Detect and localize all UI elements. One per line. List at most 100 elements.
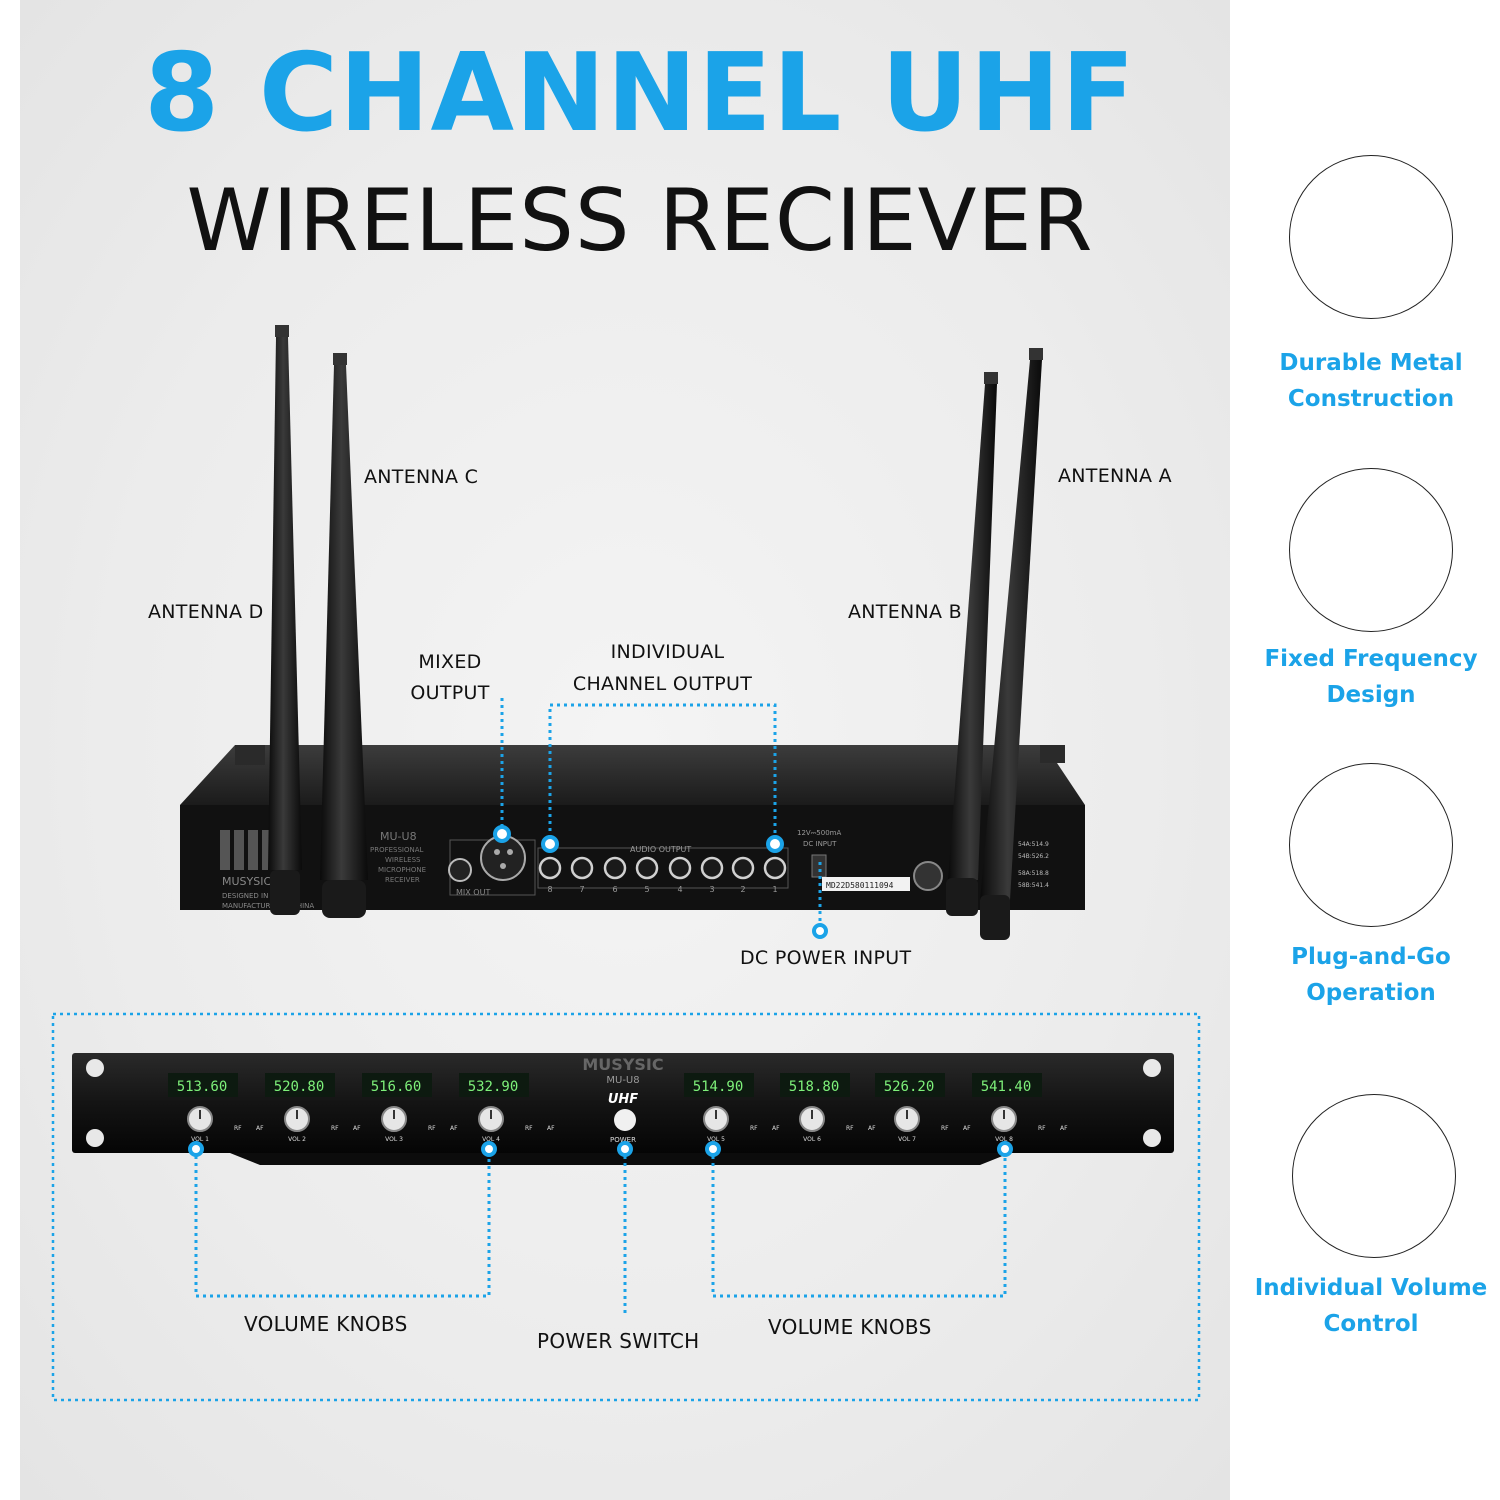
callout-dot (997, 1141, 1013, 1157)
volume-label: VOL 2 (288, 1136, 306, 1143)
af-label: AF (868, 1125, 876, 1132)
dc-jack (811, 854, 827, 878)
feature-label-frequency: Fixed Frequency Design (1236, 641, 1500, 713)
feature-circle-frequency (1289, 468, 1453, 632)
antenna-b-connector (913, 861, 943, 891)
feature-line: Individual Volume (1254, 1275, 1488, 1301)
lcd-display (875, 1073, 945, 1097)
af-label: AF (256, 1125, 264, 1132)
label-antenna-d: ANTENNA D (148, 601, 264, 623)
rf-label: RF (234, 1125, 242, 1132)
freq-code: 54A:514.9 (1018, 841, 1049, 848)
mix-out-label: MIX OUT (456, 888, 490, 897)
rf-label: RF (525, 1125, 533, 1132)
lcd-frequency: 541.40 (981, 1079, 1032, 1095)
lcd-frequency: 526.20 (884, 1079, 935, 1095)
feature-line: Fixed Frequency (1264, 646, 1478, 672)
power-label: POWER (610, 1136, 636, 1144)
jack-number: 7 (579, 885, 584, 894)
label-volume-knobs-right: VOLUME KNOBS (768, 1315, 932, 1339)
rear-model: MU-U8 (380, 830, 417, 843)
callout-dot (617, 1141, 633, 1157)
callout-dot (481, 1141, 497, 1157)
volume-label: VOL 8 (995, 1136, 1013, 1143)
label-mixed-output-1: MIXED (418, 651, 482, 673)
feature-line: Construction (1287, 386, 1455, 412)
rear-desc-2: WIRELESS (385, 856, 421, 864)
volume-label: VOL 7 (898, 1136, 916, 1143)
rf-label: RF (846, 1125, 854, 1132)
volume-label: VOL 5 (707, 1136, 725, 1143)
volume-label: VOL 4 (482, 1136, 500, 1143)
label-dc-power: DC POWER INPUT (740, 947, 912, 969)
af-label: AF (353, 1125, 361, 1132)
lcd-frequency: 518.80 (789, 1079, 840, 1095)
rf-label: RF (428, 1125, 436, 1132)
front-view-frame (51, 1012, 1201, 1402)
label-mixed-output-2: OUTPUT (410, 682, 490, 704)
af-label: AF (547, 1125, 555, 1132)
antenna-a (980, 348, 1043, 940)
label-antenna-b: ANTENNA B (848, 601, 963, 623)
jack-number: 5 (644, 885, 649, 894)
lcd-display (362, 1073, 432, 1097)
af-label: AF (963, 1125, 971, 1132)
freq-code: 58B:541.4 (1018, 882, 1049, 889)
feature-line: Control (1323, 1311, 1419, 1337)
rear-manufactured: MANUFACTURED IN CHINA (222, 902, 314, 910)
rear-receiver: MUSYSIC DESIGNED IN MANUFACTURED IN CHIN… (180, 325, 1085, 940)
antenna-c (320, 353, 368, 918)
lcd-display (972, 1073, 1042, 1097)
rf-label: RF (1038, 1125, 1046, 1132)
lcd-display (684, 1073, 754, 1097)
dc-spec-2: DC INPUT (803, 840, 837, 848)
jack-number: 4 (677, 885, 682, 894)
rear-brand: MUSYSIC (222, 875, 271, 888)
volume-label: VOL 1 (191, 1136, 209, 1143)
jack-number: 2 (740, 885, 745, 894)
label-volume-knobs-left: VOLUME KNOBS (244, 1312, 408, 1336)
title-main: 8 CHANNEL UHF (144, 31, 1136, 156)
callout-dot (188, 1141, 204, 1157)
rear-desc-1: PROFESSIONAL (370, 846, 424, 854)
antenna-b (946, 372, 998, 916)
volume-label: VOL 3 (385, 1136, 403, 1143)
front-model: MU-U8 (606, 1075, 639, 1086)
rear-desc-3: MICROPHONE (378, 866, 426, 874)
feature-line: Design (1326, 682, 1416, 708)
af-label: AF (450, 1125, 458, 1132)
mix-out-jack (448, 858, 472, 882)
feature-circle-plug (1289, 763, 1453, 927)
front-brand: MUSYSIC (582, 1055, 663, 1074)
serial-number: MD22D580111094 (826, 881, 894, 890)
lcd-display (459, 1073, 529, 1097)
rf-label: RF (941, 1125, 949, 1132)
callout-dots (493, 825, 828, 939)
uhf-label: UHF (608, 1092, 638, 1107)
rf-label: RF (750, 1125, 758, 1132)
feature-circle-metal (1289, 155, 1453, 319)
lcd-display (265, 1073, 335, 1097)
feature-label-metal: Durable Metal Construction (1236, 345, 1500, 417)
dc-spec-1: 12V⎓500mA (797, 829, 841, 837)
feature-line: Operation (1306, 980, 1436, 1006)
label-power-switch: POWER SWITCH (537, 1329, 700, 1353)
serial-sticker (822, 877, 910, 891)
rear-desc-4: RECEIVER (385, 876, 420, 884)
lcd-frequency: 516.60 (371, 1079, 422, 1095)
antenna-d (268, 325, 302, 915)
power-button[interactable] (614, 1109, 636, 1131)
jack-number: 6 (612, 885, 617, 894)
af-label: AF (772, 1125, 780, 1132)
callout-dot (705, 1141, 721, 1157)
lcd-frequency: 513.60 (177, 1079, 228, 1095)
feature-line: Durable Metal (1279, 350, 1463, 376)
freq-code: 54B:526.2 (1018, 853, 1049, 860)
audio-output-label: AUDIO OUTPUT (630, 845, 691, 854)
jack-number: 1 (772, 885, 777, 894)
feature-label-plug: Plug-and-Go Operation (1236, 939, 1500, 1011)
label-antenna-c: ANTENNA C (364, 466, 479, 488)
feature-circle-volume (1292, 1094, 1456, 1258)
jack-number: 8 (547, 885, 552, 894)
